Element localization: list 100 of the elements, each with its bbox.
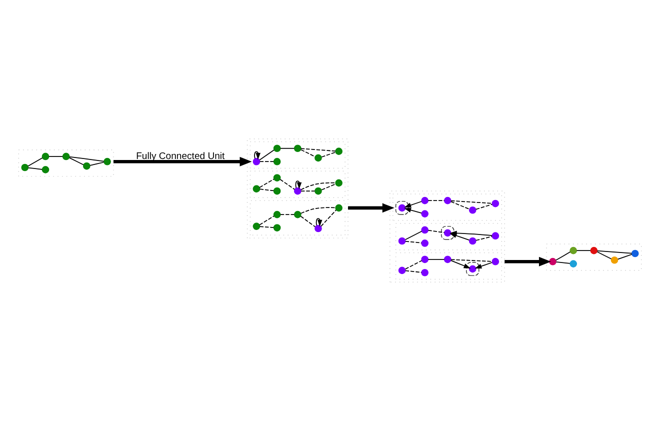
arrow bbox=[295, 180, 302, 190]
connector bbox=[596, 250, 632, 254]
node-circle bbox=[314, 187, 322, 195]
cluster bbox=[441, 226, 454, 240]
connector bbox=[428, 258, 445, 260]
connector bbox=[280, 214, 295, 215]
cluster bbox=[246, 138, 348, 238]
cluster bbox=[395, 200, 409, 215]
connector bbox=[259, 216, 274, 226]
node-circle bbox=[398, 266, 406, 274]
connector bbox=[404, 260, 422, 270]
connector bbox=[450, 259, 492, 262]
connector bbox=[428, 230, 445, 233]
connector bbox=[300, 182, 336, 190]
node-circle bbox=[421, 226, 429, 234]
connector bbox=[450, 201, 470, 210]
connector bbox=[404, 240, 422, 244]
connector bbox=[280, 148, 295, 149]
node-circle bbox=[398, 237, 406, 245]
cluster bbox=[250, 170, 346, 198]
arrow bbox=[450, 230, 492, 236]
node-circle bbox=[294, 144, 302, 152]
node-circle bbox=[335, 148, 342, 155]
node-circle bbox=[492, 258, 500, 266]
node-circle bbox=[421, 210, 429, 218]
node-circle bbox=[444, 256, 452, 264]
connector bbox=[28, 157, 43, 167]
node-circle bbox=[335, 179, 342, 187]
node-circle bbox=[82, 162, 90, 170]
cluster bbox=[390, 190, 505, 283]
arrow bbox=[404, 201, 422, 208]
node-circle bbox=[273, 144, 281, 152]
node-circle bbox=[314, 154, 322, 162]
connector bbox=[476, 204, 492, 210]
connector bbox=[556, 261, 570, 264]
node-circle bbox=[252, 222, 260, 230]
node-circle bbox=[42, 166, 50, 174]
connector bbox=[259, 150, 274, 160]
node-circle bbox=[631, 250, 639, 258]
node-circle bbox=[273, 158, 281, 166]
edge-label: Fully Connected Unit bbox=[136, 150, 225, 162]
node-circle bbox=[252, 185, 260, 192]
node-circle bbox=[444, 229, 452, 237]
connector bbox=[321, 152, 336, 158]
node-circle bbox=[104, 158, 111, 166]
node-circle bbox=[314, 224, 322, 232]
cluster bbox=[392, 194, 502, 221]
arrow bbox=[348, 203, 394, 213]
connector bbox=[576, 250, 591, 251]
cluster bbox=[18, 149, 114, 177]
connector bbox=[476, 236, 492, 241]
node-circle bbox=[294, 187, 302, 195]
connector bbox=[321, 184, 336, 190]
cluster bbox=[250, 200, 346, 236]
connector bbox=[69, 156, 104, 162]
connector bbox=[300, 148, 336, 152]
node-circle bbox=[570, 246, 578, 254]
node-circle bbox=[273, 174, 281, 182]
arrow bbox=[474, 262, 492, 269]
node-circle bbox=[421, 268, 429, 276]
connector bbox=[300, 190, 316, 192]
node-circle bbox=[273, 210, 281, 218]
node-circle bbox=[468, 206, 476, 214]
arrow bbox=[504, 256, 552, 266]
connector bbox=[259, 188, 274, 192]
connector bbox=[259, 226, 274, 228]
node-circle bbox=[570, 260, 578, 268]
connector bbox=[596, 251, 612, 260]
cluster bbox=[546, 244, 642, 271]
connector bbox=[320, 210, 337, 227]
connector bbox=[428, 200, 445, 202]
node-circle bbox=[398, 204, 406, 212]
arrow bbox=[114, 156, 252, 166]
connector bbox=[259, 161, 274, 162]
node-circle bbox=[62, 152, 70, 160]
connector bbox=[280, 178, 295, 190]
node-circle bbox=[273, 224, 281, 232]
node-circle bbox=[549, 258, 556, 266]
arrow bbox=[316, 218, 322, 227]
connector bbox=[48, 156, 64, 157]
node-circle bbox=[335, 204, 342, 212]
node-circle bbox=[492, 232, 500, 240]
node-circle bbox=[273, 187, 281, 195]
node-circle bbox=[252, 158, 260, 166]
connector bbox=[300, 216, 316, 228]
node-circle bbox=[468, 265, 476, 273]
node-circle bbox=[444, 196, 452, 204]
cluster bbox=[466, 262, 480, 276]
connector bbox=[28, 167, 42, 170]
connector bbox=[90, 162, 104, 166]
connector bbox=[300, 149, 316, 158]
connector bbox=[450, 200, 492, 204]
node-circle bbox=[492, 200, 500, 208]
node-circle bbox=[294, 210, 302, 218]
connector bbox=[404, 230, 422, 240]
arrow bbox=[450, 260, 471, 268]
arrow bbox=[404, 208, 422, 214]
connector bbox=[300, 207, 336, 214]
connector bbox=[69, 157, 84, 166]
connector bbox=[555, 251, 571, 261]
